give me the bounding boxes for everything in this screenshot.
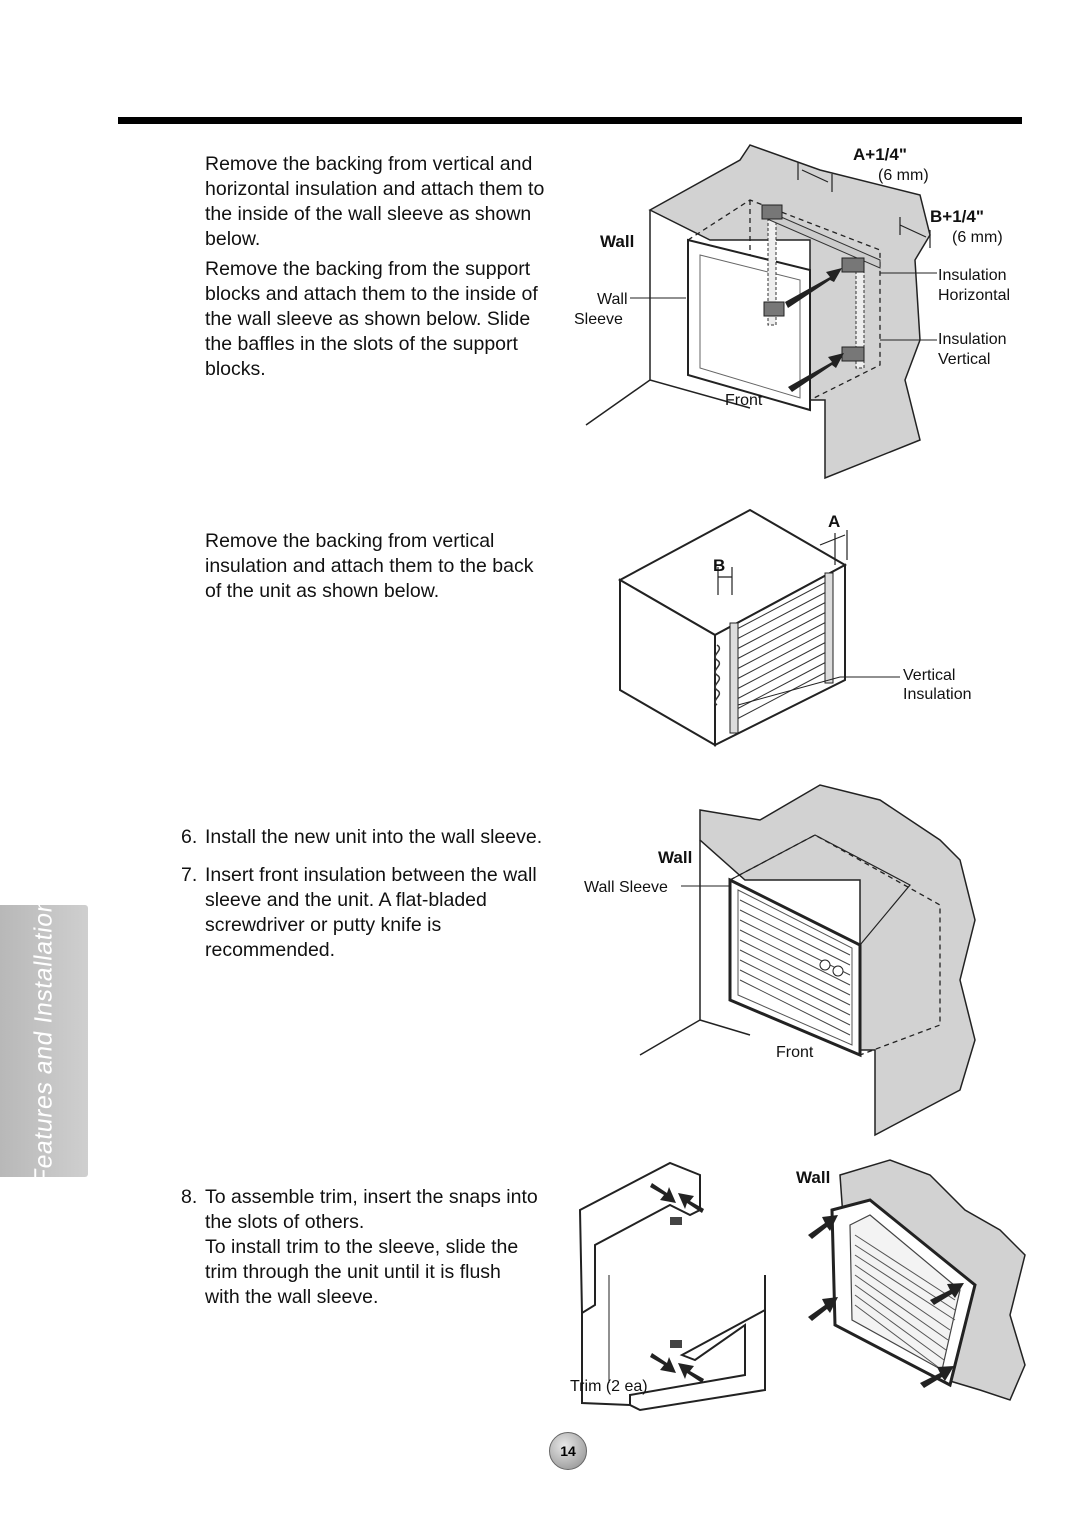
b-dimension-label: B+1/4" bbox=[930, 207, 984, 226]
wall-label: Wall bbox=[600, 232, 634, 251]
wall-outline bbox=[585, 210, 751, 426]
installed-grille bbox=[854, 1234, 956, 1371]
vertical-insulation-label-2: Insulation bbox=[903, 686, 972, 703]
support-block-3 bbox=[763, 301, 785, 317]
step-text: To assemble trim, insert the snaps into … bbox=[205, 1186, 538, 1308]
sleeve-inner bbox=[699, 254, 801, 399]
unit-top bbox=[729, 834, 911, 946]
trim-piece-lower bbox=[629, 1308, 766, 1412]
unit-in-sleeve-diagram: Wall Wall Sleeve Front bbox=[584, 784, 976, 1137]
insulation-horizontal-label-2: Horizontal bbox=[938, 287, 1010, 304]
dimension-a bbox=[819, 530, 848, 565]
coil-lines bbox=[714, 644, 721, 706]
wall-shading bbox=[699, 784, 976, 1137]
insert-arrow-1 bbox=[785, 268, 842, 308]
snap-arrow-2 bbox=[678, 1193, 704, 1213]
install-arrow-3 bbox=[930, 1283, 964, 1305]
header-rule bbox=[118, 117, 1022, 124]
page-number: 14 bbox=[549, 1432, 587, 1470]
section-side-tab: Features and Installation bbox=[0, 896, 88, 1186]
installed-trim-inner bbox=[849, 1214, 961, 1371]
leader-lines bbox=[630, 272, 937, 341]
snap-1 bbox=[670, 1217, 682, 1225]
snap-arrow-1 bbox=[650, 1183, 676, 1203]
step-7: 7. Insert front insulation between the w… bbox=[181, 863, 537, 963]
unit-back bbox=[714, 563, 846, 747]
control-knob-1 bbox=[819, 959, 831, 971]
support-block-4 bbox=[841, 346, 865, 362]
wall-label: Wall bbox=[658, 848, 692, 867]
insert-arrow-2 bbox=[788, 353, 844, 392]
support-block-1 bbox=[761, 204, 783, 220]
snap-arrow-4 bbox=[678, 1363, 704, 1383]
step-6: 6. Install the new unit into the wall sl… bbox=[181, 825, 543, 850]
wall-sleeve-label-2: Sleeve bbox=[574, 311, 623, 328]
step-text: Install the new unit into the wall sleev… bbox=[205, 826, 543, 848]
control-knob-2 bbox=[832, 965, 844, 977]
instruction-unit-insulation: Remove the backing from vertical insulat… bbox=[205, 530, 534, 602]
vertical-insulation-label-1: Vertical bbox=[903, 667, 955, 684]
wall-label: Wall bbox=[796, 1168, 830, 1187]
trim-frame-outline bbox=[581, 1275, 766, 1406]
b-label: B bbox=[713, 556, 725, 575]
section-tab-label: Features and Installation bbox=[29, 895, 58, 1187]
a-mm-label: (6 mm) bbox=[878, 167, 929, 184]
a-dimension-label: A+1/4" bbox=[853, 145, 907, 164]
b-mm-label: (6 mm) bbox=[952, 229, 1003, 246]
insulation-leaders bbox=[737, 676, 900, 706]
step-number: 7. bbox=[181, 864, 198, 886]
front-label: Front bbox=[725, 392, 763, 409]
trim-label: Trim (2 ea) bbox=[570, 1378, 648, 1395]
install-arrow-1 bbox=[808, 1215, 838, 1239]
step-number: 6. bbox=[181, 826, 198, 848]
trim-piece-upper bbox=[578, 1161, 701, 1315]
instruction-support-blocks: Remove the backing from the support bloc… bbox=[205, 258, 538, 380]
step-text: Insert front insulation between the wall… bbox=[205, 864, 537, 961]
wall-sleeve-label: Wall Sleeve bbox=[584, 879, 668, 896]
instruction-insulation: Remove the backing from vertical and hor… bbox=[205, 153, 545, 250]
insulation-vertical-label-2: Vertical bbox=[938, 351, 990, 368]
dimension-b bbox=[717, 567, 733, 595]
trim-assembly-diagram: Trim (2 ea) Wall bbox=[570, 1159, 1026, 1412]
vertical-insulation-right bbox=[824, 572, 834, 684]
dimension-b bbox=[899, 217, 931, 248]
insulation-vertical-left bbox=[767, 214, 777, 326]
insulation-horizontal-label-1: Insulation bbox=[938, 267, 1007, 284]
a-label: A bbox=[828, 512, 840, 531]
wall-sleeve-insulation-diagram: Wall Wall Sleeve Front A+1/4" (6 mm) B+1… bbox=[574, 144, 1010, 480]
wall-sleeve-label-1: Wall bbox=[597, 291, 628, 308]
support-block-2 bbox=[841, 257, 865, 273]
sleeve-front bbox=[687, 238, 811, 412]
insulation-vertical-label-1: Insulation bbox=[938, 331, 1007, 348]
dimension-a bbox=[797, 162, 833, 192]
install-arrow-2 bbox=[808, 1297, 838, 1321]
wall-outline bbox=[639, 840, 751, 1056]
step-number: 8. bbox=[181, 1186, 198, 1208]
unit-front-inner bbox=[737, 889, 853, 1046]
step-8: 8. To assemble trim, insert the snaps in… bbox=[181, 1185, 538, 1310]
unit-back-insulation-diagram: A B Vertical Insulation bbox=[617, 508, 972, 747]
vertical-insulation-left bbox=[729, 622, 739, 734]
insulation-vertical-right bbox=[855, 257, 865, 369]
install-arrow-4 bbox=[920, 1366, 954, 1388]
front-grille bbox=[739, 899, 851, 1036]
grille-lines bbox=[734, 579, 831, 721]
snap-2 bbox=[670, 1340, 682, 1348]
snap-arrow-3 bbox=[650, 1353, 676, 1373]
front-label: Front bbox=[776, 1044, 814, 1061]
